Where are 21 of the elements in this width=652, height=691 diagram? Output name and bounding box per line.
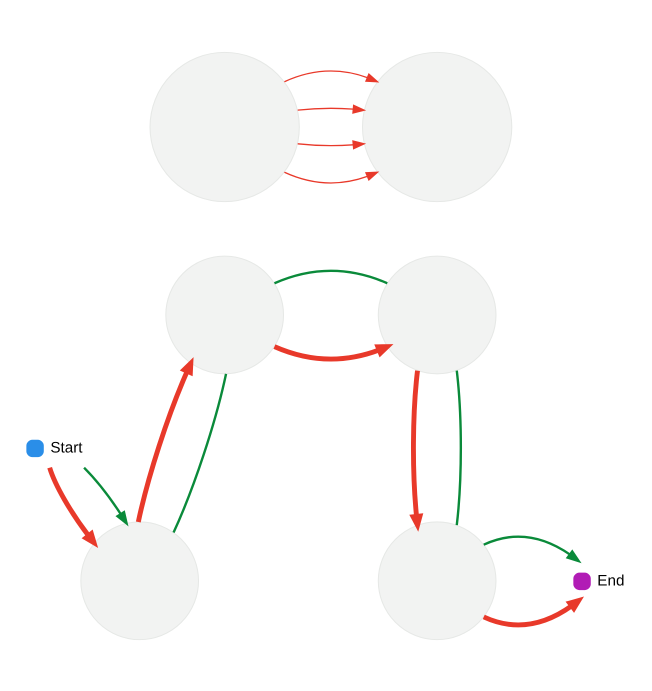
arrow [298,140,366,150]
node-label: End [597,572,624,589]
arrow [298,104,366,114]
arrow [483,535,582,563]
node-circle [362,51,512,202]
node-label: Start [50,438,83,456]
arrow [83,466,128,526]
arrow [136,356,194,522]
arrow [409,370,424,532]
arrow [482,596,584,627]
node-circle [378,255,497,374]
arrow [47,466,98,548]
node-circle [165,255,284,374]
connector [274,269,388,284]
arrow [284,170,380,184]
arrow [274,344,394,361]
connector [172,373,228,533]
node-circle [150,51,300,202]
connector [456,370,462,525]
node-circle [378,520,497,640]
arrow [284,70,380,82]
